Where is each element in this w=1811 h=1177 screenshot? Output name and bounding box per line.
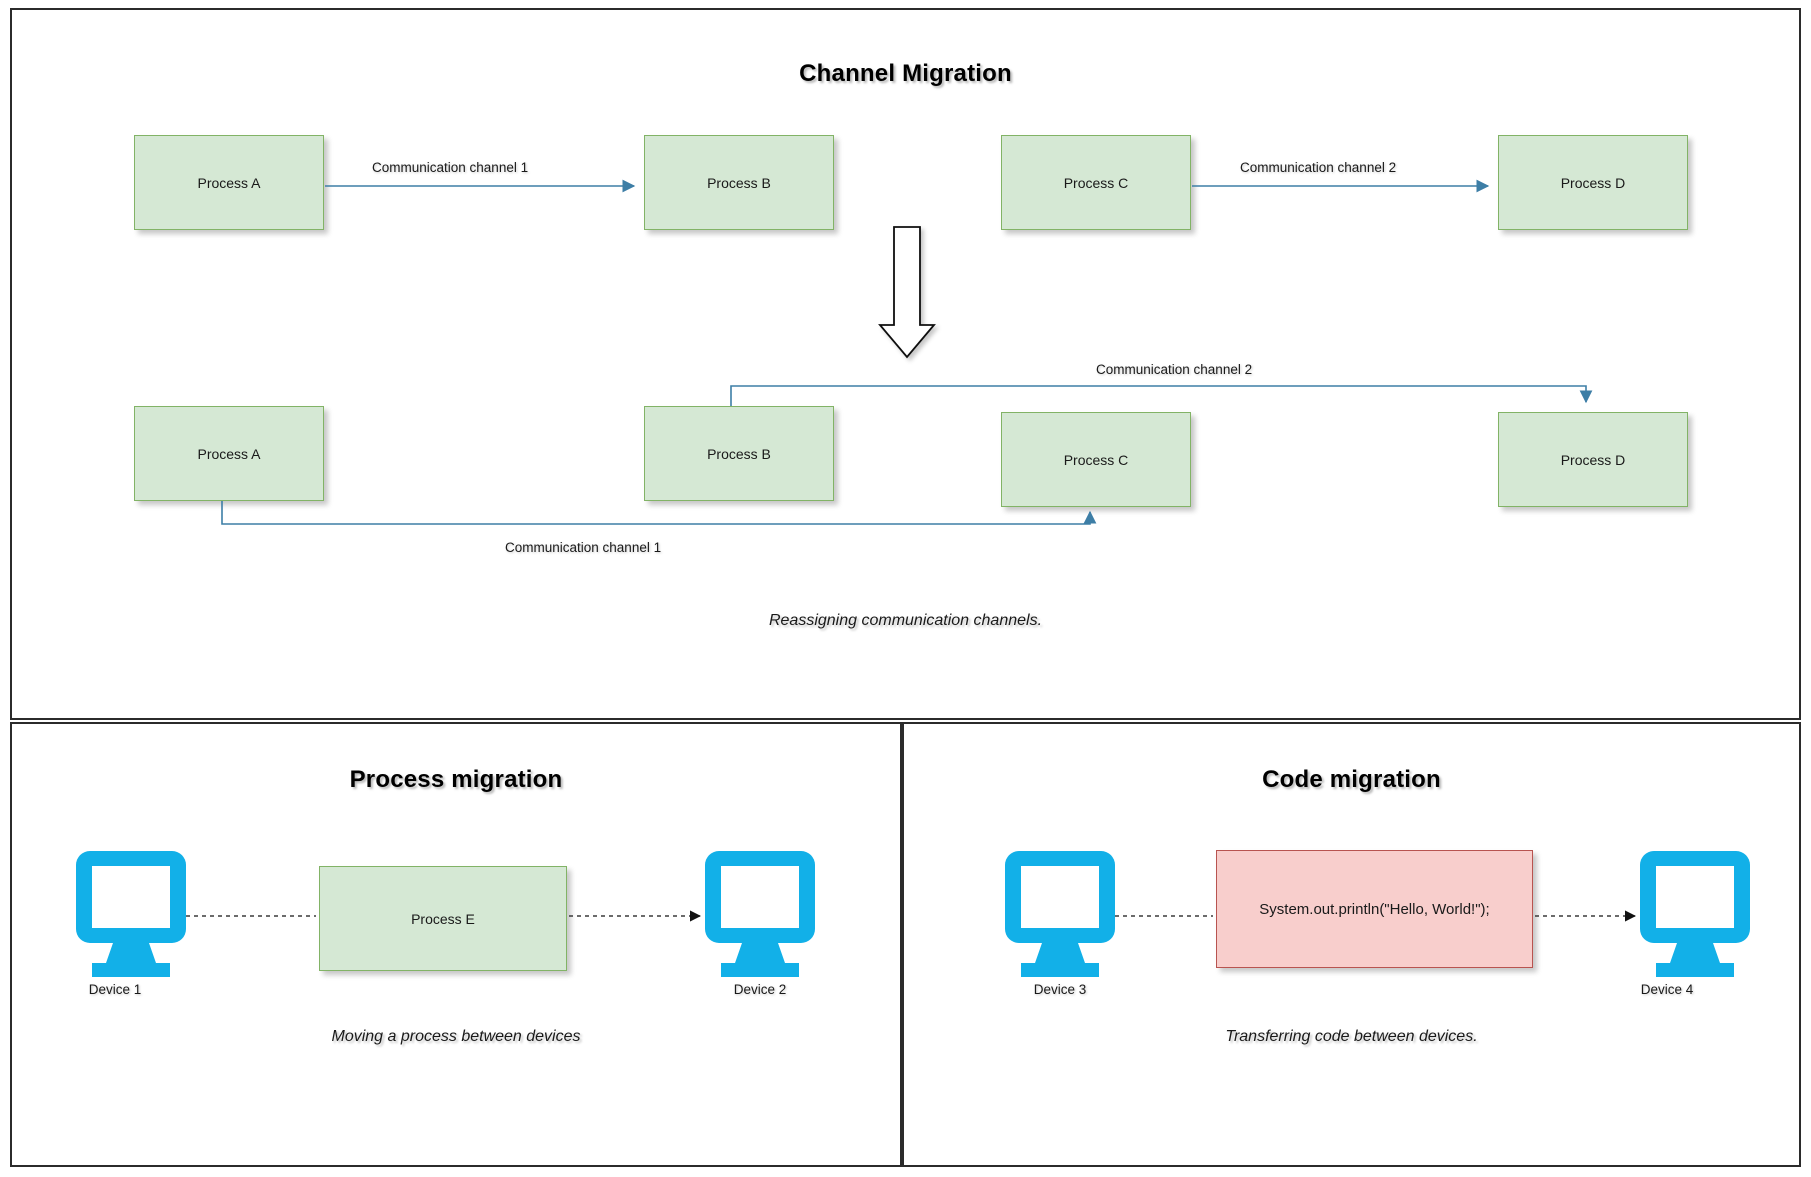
panel-process-title: Process migration bbox=[349, 766, 563, 793]
process-box-d-before[interactable]: Process D bbox=[1498, 135, 1688, 230]
process-box-label: Process C bbox=[1063, 174, 1129, 191]
code-snippet-label: System.out.println("Hello, World!"); bbox=[1259, 900, 1490, 918]
edge-label-channel1-after: Communication channel 1 bbox=[505, 540, 662, 555]
device-label-2: Device 2 bbox=[733, 982, 787, 997]
process-box-label: Process B bbox=[707, 174, 771, 191]
process-box-c-before[interactable]: Process C bbox=[1001, 135, 1191, 230]
device-label-4: Device 4 bbox=[1640, 982, 1694, 997]
process-box-label: Process B bbox=[707, 445, 771, 462]
process-box-b-after[interactable]: Process B bbox=[644, 406, 834, 501]
panel-code-title: Code migration bbox=[1262, 766, 1441, 793]
device-label-3: Device 3 bbox=[1033, 982, 1087, 997]
device-label-1: Device 1 bbox=[88, 982, 142, 997]
edge-label-channel2-after: Communication channel 2 bbox=[1096, 362, 1253, 377]
caption-process-migration: Moving a process between devices bbox=[331, 1028, 581, 1045]
process-box-e[interactable]: Process E bbox=[319, 866, 567, 971]
process-box-label: Process A bbox=[197, 174, 261, 191]
process-box-label: Process D bbox=[1560, 174, 1626, 191]
process-box-c-after[interactable]: Process C bbox=[1001, 412, 1191, 507]
panel-channel-migration: Channel Migration bbox=[10, 8, 1801, 720]
process-box-label: Process D bbox=[1560, 451, 1626, 468]
edge-label-channel2-before: Communication channel 2 bbox=[1240, 160, 1397, 175]
process-box-a-before[interactable]: Process A bbox=[134, 135, 324, 230]
process-box-b-before[interactable]: Process B bbox=[644, 135, 834, 230]
process-box-label: Process C bbox=[1063, 451, 1129, 468]
edge-label-channel1-before: Communication channel 1 bbox=[372, 160, 529, 175]
code-snippet-box[interactable]: System.out.println("Hello, World!"); bbox=[1216, 850, 1533, 968]
process-box-label: Process A bbox=[197, 445, 261, 462]
caption-channel-migration: Reassigning communication channels. bbox=[768, 612, 1043, 629]
caption-code-migration: Transferring code between devices. bbox=[1225, 1028, 1478, 1045]
process-box-a-after[interactable]: Process A bbox=[134, 406, 324, 501]
panel-channel-title: Channel Migration bbox=[799, 60, 1012, 87]
process-box-label: Process E bbox=[411, 910, 475, 927]
process-box-d-after[interactable]: Process D bbox=[1498, 412, 1688, 507]
